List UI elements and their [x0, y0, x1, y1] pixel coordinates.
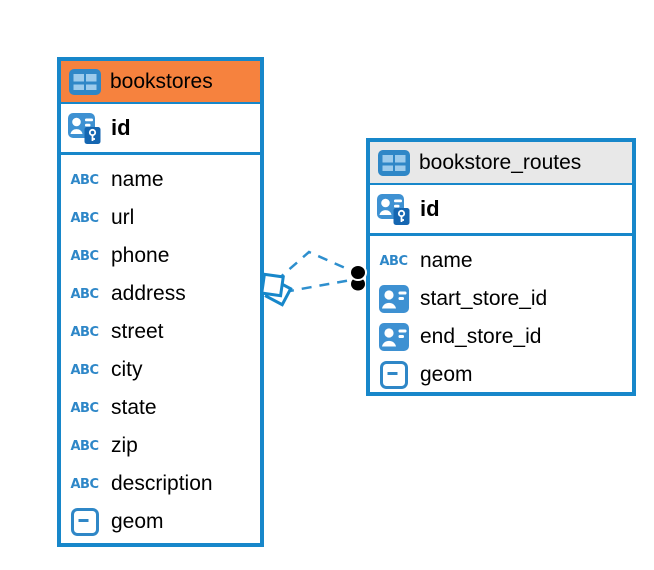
column-row[interactable]: ABC url — [61, 199, 260, 237]
table-icon — [68, 68, 101, 95]
relationship-endpoint-dot — [351, 277, 365, 291]
columns-list: ABC name ABC url ABC phone ABC address A… — [61, 155, 260, 541]
text-type-icon: ABC — [70, 324, 99, 340]
table-icon — [377, 149, 410, 176]
column-row[interactable]: ABC state — [61, 389, 260, 427]
column-label: geom — [111, 510, 164, 533]
column-row[interactable]: ABC phone — [61, 237, 260, 275]
reference-key-icon — [377, 285, 410, 313]
relationship-endpoint-dot — [349, 264, 367, 281]
column-label: end_store_id — [420, 325, 542, 348]
column-row[interactable]: ABC name — [61, 161, 260, 199]
column-label: state — [111, 396, 157, 419]
column-label: geom — [420, 363, 473, 386]
column-row[interactable]: ABC name — [370, 242, 632, 280]
relationship-line[interactable] — [275, 250, 353, 282]
pk-row[interactable]: id — [61, 104, 260, 155]
column-row[interactable]: ABC description — [61, 465, 260, 503]
pk-row[interactable]: id — [370, 185, 632, 236]
column-row[interactable]: geom — [61, 503, 260, 541]
text-type-icon: ABC — [70, 210, 99, 226]
column-row[interactable]: geom — [370, 356, 632, 394]
column-label: city — [111, 358, 143, 381]
reference-key-icon — [377, 323, 410, 351]
primary-key-icon — [68, 112, 101, 144]
text-type-icon: ABC — [70, 286, 99, 302]
pk-column-label: id — [420, 196, 440, 221]
column-label: street — [111, 320, 164, 343]
geometry-type-icon — [377, 361, 410, 389]
table-header-bookstores[interactable]: bookstores — [61, 61, 260, 104]
column-row[interactable]: end_store_id — [370, 318, 632, 356]
column-label: address — [111, 282, 186, 305]
column-row[interactable]: ABC zip — [61, 427, 260, 465]
text-type-icon: ABC — [379, 253, 408, 269]
column-label: start_store_id — [420, 287, 548, 310]
table-title: bookstores — [110, 69, 213, 93]
column-label: url — [111, 206, 135, 229]
column-row[interactable]: ABC address — [61, 275, 260, 313]
text-type-icon: ABC — [70, 248, 99, 264]
entity-bookstores[interactable]: bookstores id ABC na — [57, 57, 264, 547]
text-type-icon: ABC — [70, 400, 99, 416]
entity-bookstore-routes[interactable]: bookstore_routes id ABC — [366, 138, 636, 396]
table-header-bookstore-routes[interactable]: bookstore_routes — [370, 142, 632, 185]
column-row[interactable]: start_store_id — [370, 280, 632, 318]
column-label: name — [420, 249, 473, 272]
text-type-icon: ABC — [70, 362, 99, 378]
primary-key-icon — [377, 193, 410, 225]
column-label: name — [111, 168, 164, 191]
pk-column-label: id — [111, 115, 131, 140]
column-label: zip — [111, 434, 138, 457]
column-label: description — [111, 472, 213, 495]
relationship-line[interactable] — [283, 278, 352, 294]
column-label: phone — [111, 244, 170, 267]
text-type-icon: ABC — [70, 438, 99, 454]
text-type-icon: ABC — [70, 476, 99, 492]
columns-list: ABC name start_store_id — [370, 236, 632, 394]
geometry-type-icon — [68, 508, 101, 536]
column-row[interactable]: ABC street — [61, 313, 260, 351]
text-type-icon: ABC — [70, 172, 99, 188]
column-row[interactable]: ABC city — [61, 351, 260, 389]
table-title: bookstore_routes — [419, 150, 582, 174]
